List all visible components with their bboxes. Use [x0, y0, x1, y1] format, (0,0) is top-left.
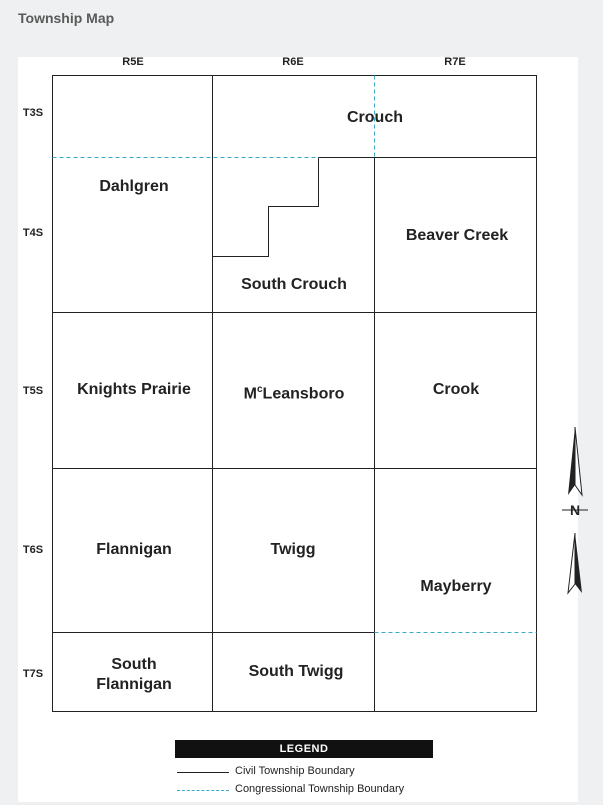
township-dahlgren: Dahlgren [99, 178, 169, 195]
township-mcleansboro: McLeansboro [219, 380, 369, 404]
south-arrow-left-half [567, 532, 576, 595]
legend-title: LEGEND [175, 740, 433, 758]
map-panel [18, 57, 578, 802]
township-flannigan: Flannigan [96, 541, 172, 558]
row-label-t6s: T6S [22, 544, 44, 556]
legend-civil-label: Civil Township Boundary [235, 765, 355, 777]
north-arrow-right-half [574, 427, 583, 497]
civil-boundary-stairstep [212, 157, 319, 257]
row-label-t7s: T7S [22, 668, 44, 680]
township-crook: Crook [432, 381, 480, 398]
township-crouch: Crouch [347, 109, 403, 126]
row-label-t4s: T4S [22, 227, 44, 239]
compass-label: N [570, 502, 580, 518]
mcleansboro-prefix: M [243, 385, 257, 403]
row-label-t5s: T5S [22, 385, 44, 397]
column-label-r7e: R7E [444, 56, 466, 68]
township-twigg: Twigg [270, 541, 316, 558]
page-title: Township Map [18, 10, 115, 26]
mcleansboro-superscript: c [256, 384, 263, 395]
township-beaver-creek: Beaver Creek [405, 227, 509, 244]
township-mayberry: Mayberry [420, 578, 492, 595]
township-knights-prairie: Knights Prairie [77, 381, 191, 398]
column-label-r5e: R5E [122, 56, 144, 68]
township-south-twigg: South Twigg [248, 663, 344, 680]
legend-congressional-line-swatch [177, 790, 229, 791]
township-south-crouch: South Crouch [241, 276, 347, 293]
north-arrow-icon: N [562, 427, 588, 595]
mcleansboro-rest: Leansboro [262, 385, 345, 403]
legend-congressional-label: Congressional Township Boundary [235, 783, 405, 795]
south-arrow-right-half [575, 533, 582, 593]
column-label-r6e: R6E [282, 56, 304, 68]
row-label-t3s: T3S [22, 107, 44, 119]
map-outer-border [52, 75, 537, 712]
legend-civil-line-swatch [177, 772, 229, 773]
north-arrow-left-half [568, 427, 575, 495]
township-south-flannigan: South Flannigan [96, 656, 172, 693]
